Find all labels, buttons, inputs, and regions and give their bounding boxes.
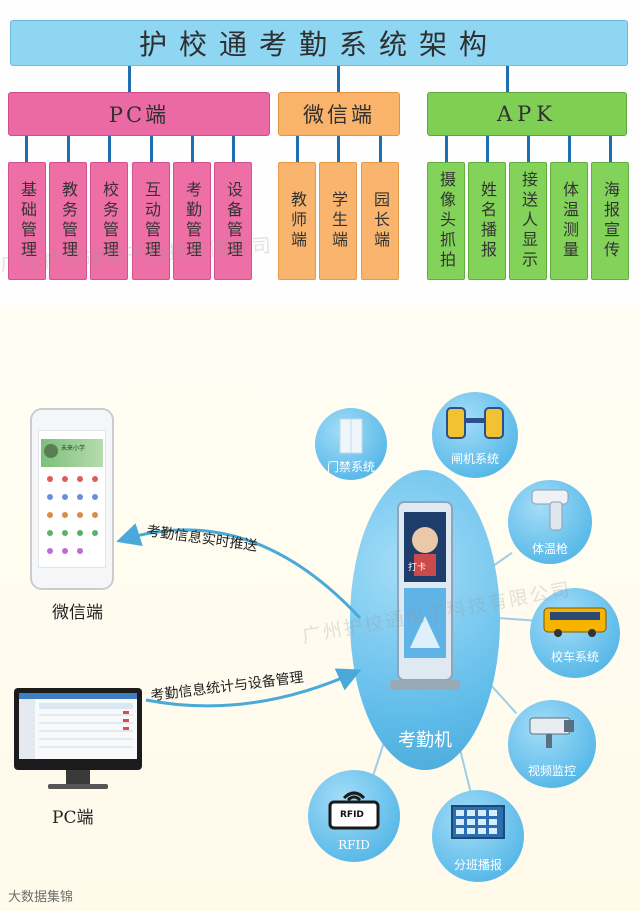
cctv-camera-icon bbox=[529, 717, 574, 748]
class-broadcast-label: 分班播报 bbox=[453, 858, 502, 872]
rfid-icon bbox=[328, 791, 380, 830]
door-icon bbox=[339, 418, 363, 454]
temp-gun-label: 体温枪 bbox=[531, 542, 568, 556]
architecture-title: 护校通考勤系统架构 bbox=[10, 20, 628, 66]
display-board-icon bbox=[451, 805, 505, 839]
pc-terminal-label: PC端 bbox=[52, 808, 94, 828]
cctv-bubble: 视频监控 bbox=[508, 700, 596, 788]
leaf-poster: 海报宣传 bbox=[591, 162, 629, 280]
class-broadcast-bubble: 分班播报 bbox=[432, 790, 524, 882]
temp-gun-bubble: 体温枪 bbox=[508, 480, 592, 564]
stats-arrow bbox=[145, 668, 362, 708]
rfid-label: RFID bbox=[338, 838, 370, 852]
category-apk: APK bbox=[427, 92, 627, 136]
leaf-school-mgmt: 校务管理 bbox=[90, 162, 128, 280]
connector bbox=[337, 66, 340, 92]
brand-footer: 大数据集锦 bbox=[8, 890, 74, 905]
connector bbox=[128, 66, 131, 92]
smartphone: 未来小学 bbox=[30, 408, 114, 590]
avatar bbox=[44, 444, 58, 458]
leaf-interaction-mgmt: 互动管理 bbox=[132, 162, 170, 280]
leaf-basic-mgmt: 基础管理 bbox=[8, 162, 46, 280]
door-access-bubble: 门禁系统 bbox=[315, 408, 387, 480]
kiosk-label: 考勤机 bbox=[398, 730, 452, 751]
leaf-student: 学生端 bbox=[319, 162, 357, 280]
thermometer-gun-icon bbox=[531, 489, 569, 531]
door-access-label: 门禁系统 bbox=[326, 460, 375, 474]
kiosk-icon bbox=[390, 501, 460, 690]
connector bbox=[506, 66, 509, 92]
phone-screen: 未来小学 bbox=[38, 430, 106, 568]
turnstile-label: 闸机系统 bbox=[450, 452, 499, 466]
leaf-principal: 园长端 bbox=[361, 162, 399, 280]
leaf-camera-capture: 摄像头抓拍 bbox=[427, 162, 465, 280]
rfid-bubble: RFID RFID bbox=[308, 770, 400, 862]
kiosk-badge: 打卡 bbox=[408, 563, 427, 573]
pc-monitor bbox=[14, 688, 142, 770]
push-arrow bbox=[116, 523, 362, 620]
school-bus-icon bbox=[543, 607, 607, 637]
leaf-device-mgmt: 设备管理 bbox=[214, 162, 252, 280]
pc-table-preview bbox=[39, 703, 133, 748]
pc-screen bbox=[19, 693, 137, 759]
leaf-name-broadcast: 姓名播报 bbox=[468, 162, 506, 280]
category-pc: PC端 bbox=[8, 92, 270, 136]
phone-school-name: 未来小学 bbox=[61, 445, 86, 452]
school-bus-label: 校车系统 bbox=[550, 650, 599, 664]
turnstile-icon bbox=[446, 407, 504, 439]
wechat-terminal-label: 微信端 bbox=[52, 603, 103, 623]
leaf-temperature: 体温测量 bbox=[550, 162, 588, 280]
cctv-label: 视频监控 bbox=[527, 764, 576, 778]
school-bus-bubble: 校车系统 bbox=[530, 588, 620, 678]
leaf-teacher: 教师端 bbox=[278, 162, 316, 280]
leaf-pickup-display: 接送人显示 bbox=[509, 162, 547, 280]
category-wechat: 微信端 bbox=[278, 92, 400, 136]
kiosk-bubble: 打卡 考勤机 bbox=[350, 470, 500, 770]
phone-app-grid bbox=[47, 476, 98, 554]
leaf-academic-mgmt: 教务管理 bbox=[49, 162, 87, 280]
rfid-chip-text: RFID bbox=[340, 810, 364, 820]
turnstile-bubble: 闸机系统 bbox=[432, 392, 518, 478]
leaf-attendance-mgmt: 考勤管理 bbox=[173, 162, 211, 280]
